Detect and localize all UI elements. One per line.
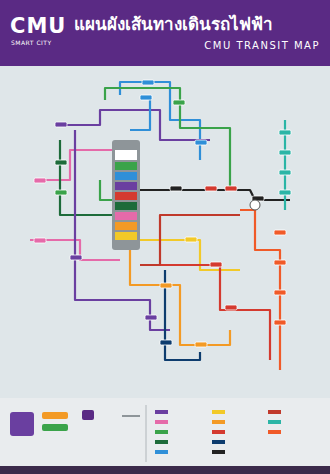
english-title: CMU TRANSIT MAP	[204, 40, 320, 51]
logo-text: CMU	[10, 14, 66, 38]
route-map	[0, 66, 330, 398]
logo-subtitle: SMART CITY	[11, 39, 52, 46]
map-title: แผนผังเส้นทางเดินรถไฟฟ้า	[74, 10, 273, 37]
legend-panel	[0, 398, 330, 474]
